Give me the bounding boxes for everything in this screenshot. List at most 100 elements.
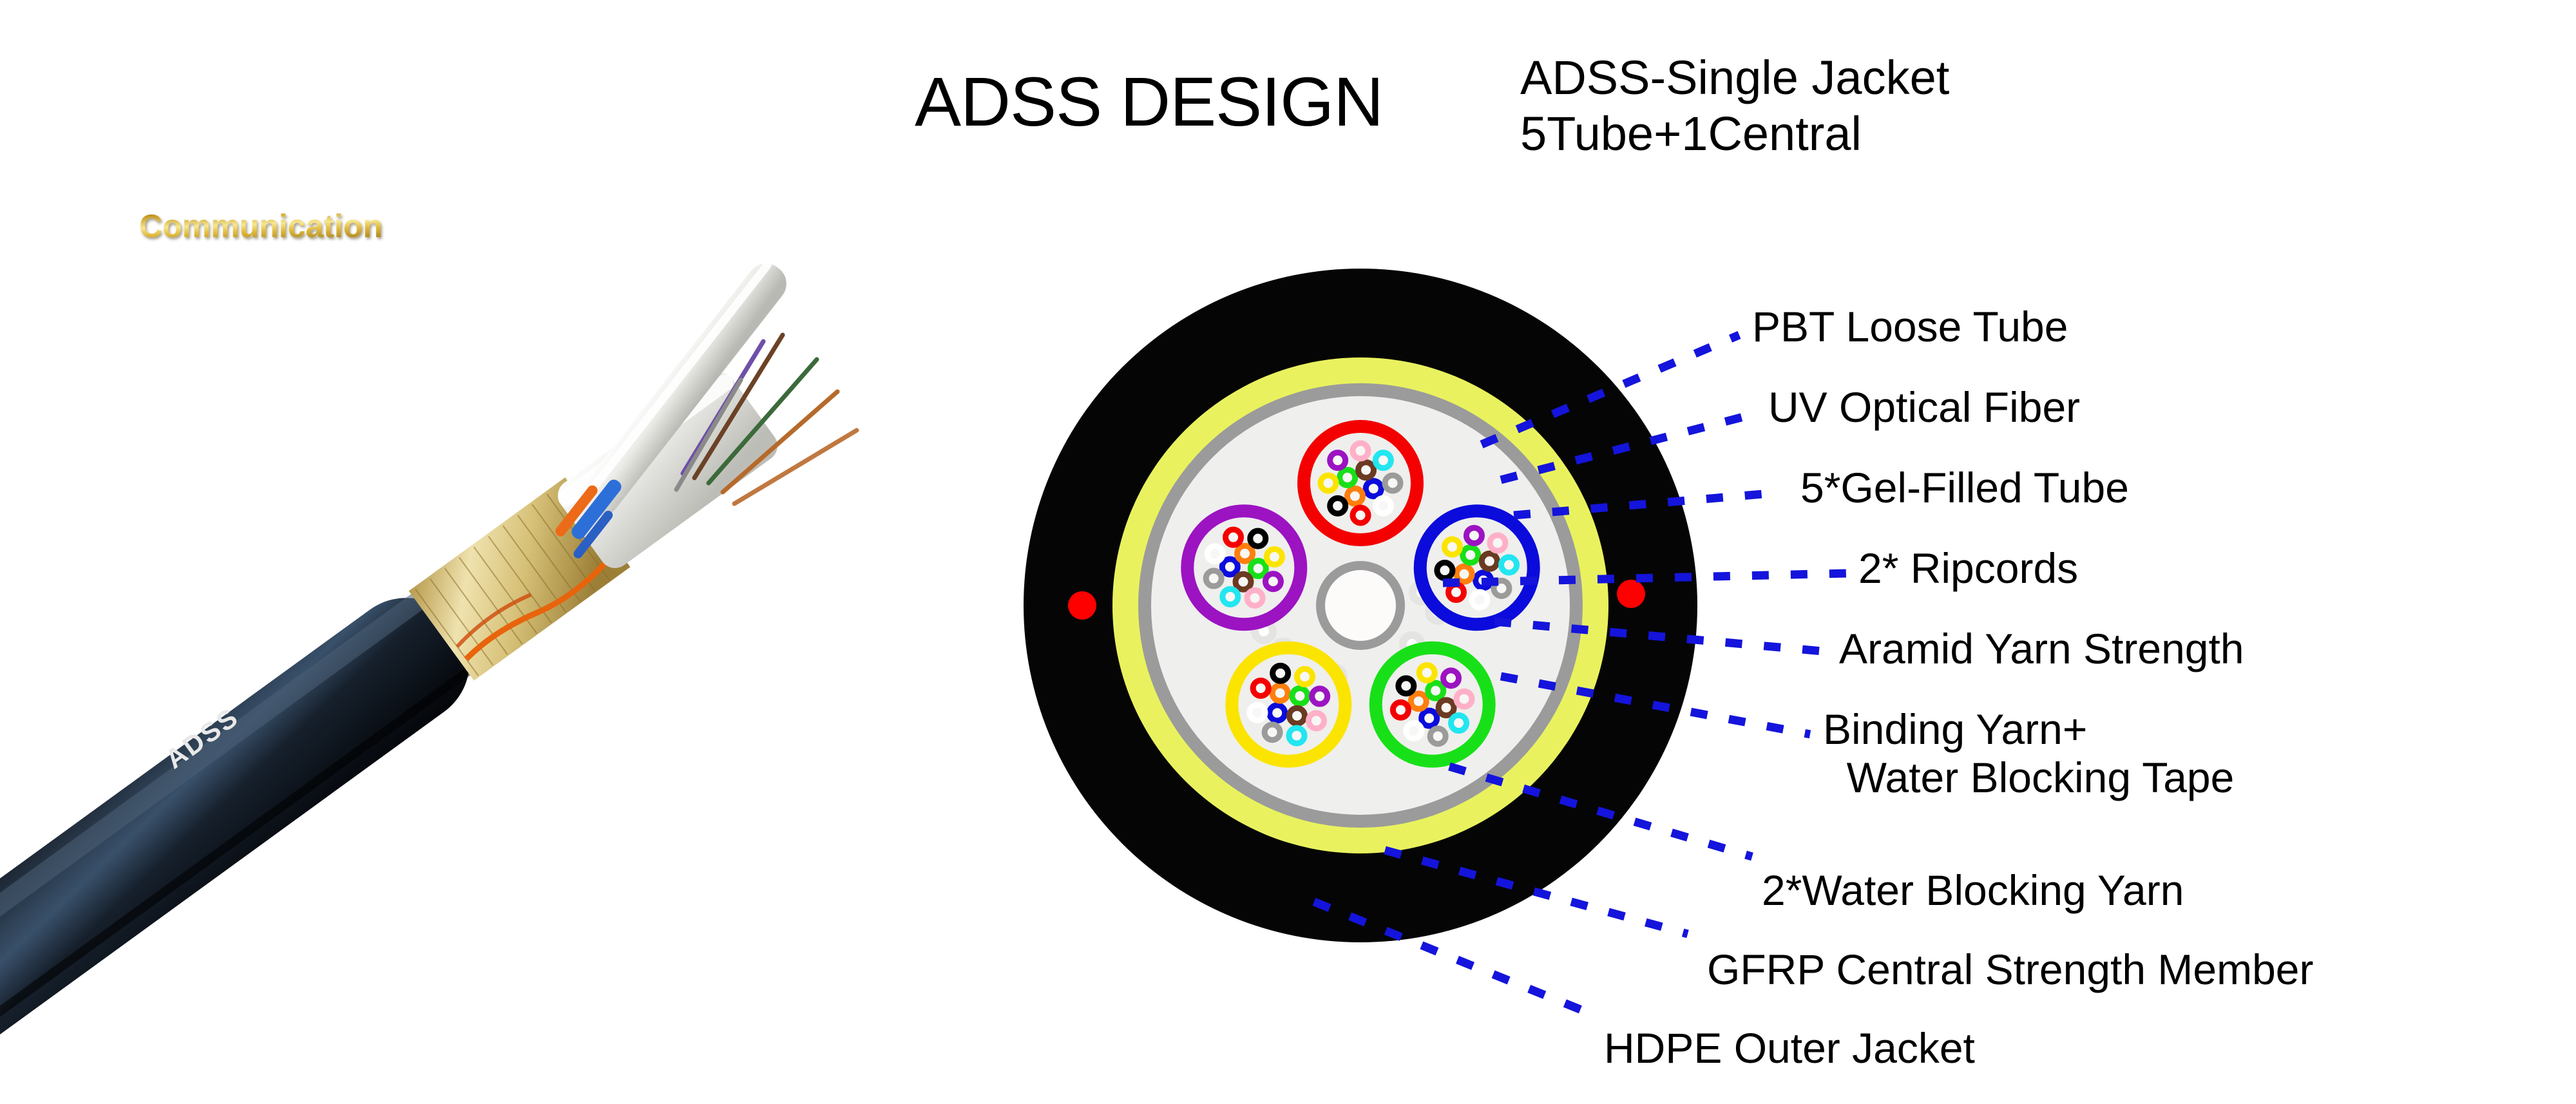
fiber-7 [1223,526,1245,548]
fiber-11 [1244,587,1266,609]
subtitle-line-1: ADSS-Single Jacket [1520,51,1950,104]
tube-red [1297,420,1424,546]
water-blocking-yarn-core-0 [1278,645,1288,656]
fiber-1 [1473,569,1494,591]
fiber-12 [1448,712,1470,734]
ripcord-left [1068,591,1096,620]
fiber-9 [1441,536,1463,558]
fiber-8 [1395,675,1417,697]
water-blocking-yarn-3 [1409,580,1435,605]
fiber-7 [1445,582,1467,604]
water-blocking-yarn-6 [1251,618,1277,644]
fiber-8 [1327,495,1349,517]
fiber-6 [1204,543,1226,565]
fiber-5 [1261,721,1283,743]
tube-blue-wall [1413,504,1540,631]
fiber-12 [1498,554,1520,576]
leader-line-aramid-yarn-strength [1494,617,1830,656]
fiber-12 [1372,450,1394,471]
fiber-11 [1350,440,1371,462]
fiber-9 [1263,546,1285,568]
fiber-2 [1407,690,1429,712]
tube-purple-wall [1181,504,1308,631]
fiber-12 [1286,725,1308,747]
central-member-gfrp [1316,561,1405,650]
water-blocking-yarn-core-6 [1259,626,1269,636]
fiber-3 [1247,558,1269,580]
fiber-9 [1416,661,1438,683]
brand-logo: ZION Communication [106,129,415,283]
fiber-8 [1247,528,1269,549]
fiber-2 [1234,542,1256,564]
layer-aramid-yarn [1112,357,1608,853]
fiber-10 [1440,667,1462,689]
fiber-1 [1219,556,1241,578]
fiber-4 [1286,705,1308,727]
fiber-8 [1270,662,1292,684]
leader-line-ripcords [1442,569,1849,587]
fiber-7 [1389,699,1411,721]
water-blocking-yarn-1 [1296,654,1322,680]
layer-core-filling [1151,396,1570,815]
fiber-2 [1453,563,1475,585]
callout-water-blocking-yarn: 2*Water Blocking Yarn [1762,866,2184,914]
fiber-11 [1305,710,1327,732]
water-blocking-yarn-core-1 [1304,661,1314,672]
water-blocking-yarn-2 [1322,663,1348,689]
fiber-9 [1294,666,1316,688]
adss-cable-photo: ADSS [0,260,859,1104]
fiber-1 [1418,707,1440,729]
fiber-6 [1469,589,1491,611]
fiber-1 [1266,702,1288,724]
fiber-4 [1355,459,1377,481]
tube-red-wall [1297,420,1424,546]
layer-hdpe-outer-jacket [1024,269,1697,942]
tube-yellow [1225,641,1352,768]
fiber-6 [1403,720,1425,742]
water-blocking-yarn-5 [1399,631,1425,657]
brand-name: ZION [164,124,358,212]
tube-blue [1413,504,1540,631]
fiber-3 [1425,680,1447,701]
fiber-3 [1289,685,1311,707]
tube-purple [1181,504,1308,631]
fiber-7 [1250,677,1272,699]
leader-line-pbt-loose-tube [1480,331,1741,448]
brand-tagline: Communication [106,210,415,242]
leader-line-uv-optical-fiber [1500,411,1750,484]
tube-green-wall [1369,641,1496,768]
fiber-5 [1382,472,1404,494]
callout-hdpe-outer-jacket: HDPE Outer Jacket [1604,1024,1975,1072]
tube-yellow-wall [1225,641,1352,768]
fiber-6 [1372,495,1394,517]
water-blocking-yarn-0 [1270,638,1296,663]
callout-gel-filled-tube: 5*Gel-Filled Tube [1800,464,2129,511]
water-blocking-yarn-core-5 [1407,639,1417,649]
callout-aramid-yarn-strength: Aramid Yarn Strength [1839,625,2244,672]
leader-line-water-blocking-yarn [1448,762,1753,861]
layer-water-blocking-tape [1138,383,1583,828]
fiber-11 [1487,532,1509,554]
fiber-10 [1327,450,1349,471]
fiber-10 [1262,571,1284,593]
page-subtitle: ADSS-Single Jacket 5Tube+1Central [1520,50,1949,162]
leader-line-hdpe-outer-jacket [1312,897,1587,1016]
leader-line-gfrp-central-member [1384,846,1689,938]
fiber-6 [1246,701,1268,723]
callout-ripcords: 2* Ripcords [1858,544,2079,592]
leader-line-binding-yarn [1500,672,1811,739]
water-blocking-yarn-core-3 [1417,587,1427,598]
callout-pbt-loose-tube: PBT Loose Tube [1752,303,2068,350]
fiber-3 [1337,466,1359,488]
fiber-5 [1203,567,1225,589]
fiber-9 [1317,472,1339,494]
callout-binding-yarn: Binding Yarn+ Water Blocking Tape [1823,705,2235,802]
leader-line-gel-filled-tube [1513,488,1779,520]
fiber-7 [1350,504,1371,526]
fiber-2 [1344,485,1366,507]
fiber-4 [1435,697,1457,719]
callout-gfrp-central-member: GFRP Central Strength Member [1707,946,2314,993]
fiber-4 [1478,550,1500,572]
fiber-8 [1434,560,1456,582]
water-blocking-yarn-core-4 [1433,607,1443,617]
